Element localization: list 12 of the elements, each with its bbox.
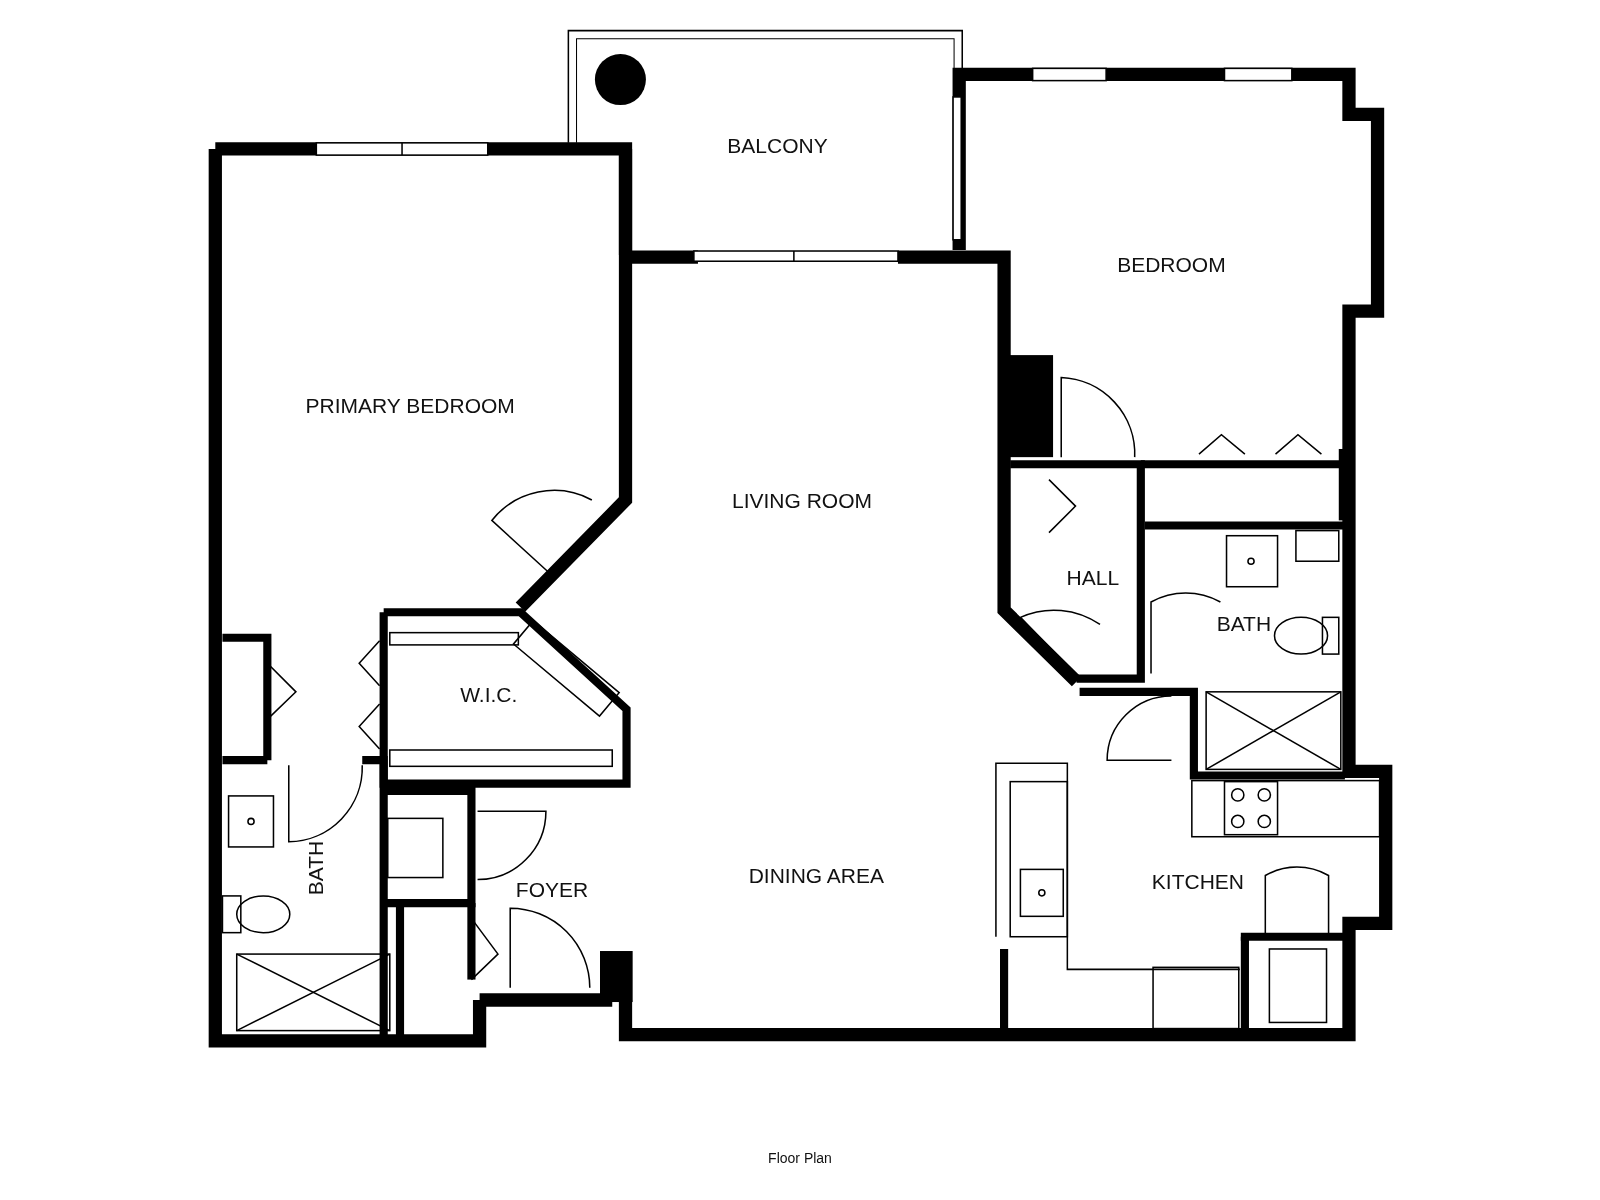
caption: Floor Plan	[768, 1150, 832, 1167]
room-label: BEDROOM	[1117, 253, 1226, 278]
room-label: DINING AREA	[748, 863, 884, 888]
room-label: PRIMARY BEDROOM	[305, 394, 515, 419]
room-label: BALCONY	[727, 133, 828, 158]
room-label: BATH	[304, 841, 329, 896]
room-label: LIVING ROOM	[732, 489, 873, 513]
room-label: W.I.C.	[460, 682, 518, 707]
room-label: FOYER	[515, 877, 589, 902]
room-label: BATH	[1216, 612, 1272, 637]
room-label: KITCHEN	[1151, 869, 1245, 894]
room-label: HALL	[1066, 565, 1120, 590]
